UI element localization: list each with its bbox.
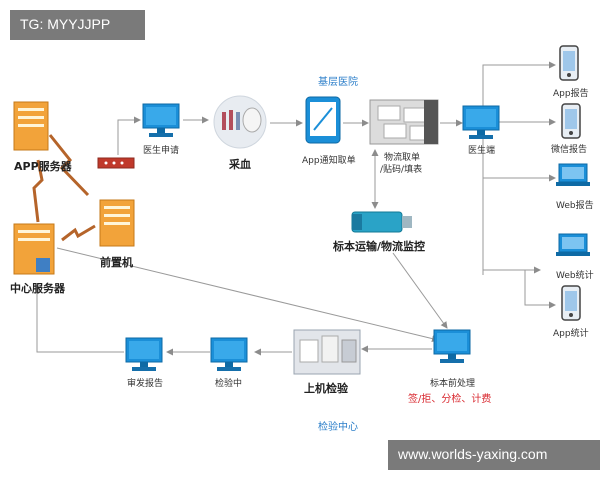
app-report-phone-icon <box>559 45 579 81</box>
label-preprocess-steps: 签/拒、分检、计费 <box>408 394 492 405</box>
line-transport-to-preprocess <box>392 252 448 329</box>
label-app-notify: App通知取单 <box>302 156 356 166</box>
web-report-laptop-icon <box>556 163 590 186</box>
label-doctor-side: 医生端 <box>468 146 496 156</box>
lab-machine-photo <box>293 329 361 375</box>
front-machine-icon <box>99 199 135 247</box>
monitors <box>125 103 500 371</box>
label-blood-collection: 采血 <box>229 158 251 171</box>
flow-lines <box>36 61 556 356</box>
tablet-icon <box>305 96 341 144</box>
line-front-to-request <box>117 116 141 155</box>
label-app-stats: App统计 <box>553 329 589 339</box>
sample-preprocess-monitor-icon <box>433 329 471 363</box>
wechat-report-phone-icon <box>561 103 581 139</box>
section-primary-hospital: 基层医院 <box>318 77 358 88</box>
logistics-forms-photo <box>369 99 439 145</box>
label-logistics-line1: 物流取单 <box>384 153 421 163</box>
router-icon <box>97 157 135 169</box>
web-stats-laptop-icon <box>556 233 590 256</box>
doctor-side-monitor-icon <box>462 105 500 139</box>
report-review-monitor-icon <box>125 337 163 371</box>
label-app-report: App报告 <box>553 89 589 99</box>
link-central-front <box>61 224 96 242</box>
line-to-web-stats <box>482 210 541 274</box>
link-app-central <box>32 159 44 223</box>
section-testing-center: 检验中心 <box>318 422 358 433</box>
label-web-report: Web报告 <box>556 201 594 211</box>
line-to-app-stats <box>524 270 556 309</box>
line-review-to-central <box>36 285 124 353</box>
label-logistics-line2: /贴码/填表 <box>380 165 423 175</box>
app-server-icon <box>13 101 49 151</box>
label-report-review: 审发报告 <box>127 379 164 389</box>
label-central-server: 中心服务器 <box>10 282 65 295</box>
app-stats-phone-icon <box>561 285 581 321</box>
line-to-web-report <box>482 122 556 182</box>
label-transport-monitor: 标本运输/物流监控 <box>333 240 426 253</box>
doctor-request-monitor-icon <box>142 103 180 137</box>
central-server-icon <box>13 223 55 275</box>
laptops <box>556 163 590 256</box>
label-doctor-request: 医生申请 <box>143 146 180 156</box>
label-machine-test: 上机检验 <box>304 382 348 395</box>
label-testing: 检验中 <box>215 379 243 389</box>
label-wechat-report: 微信报告 <box>551 145 588 155</box>
testing-monitor-icon <box>210 337 248 371</box>
link-app-front <box>48 134 90 197</box>
blood-collection-photo <box>213 95 267 149</box>
label-sample-preprocess: 标本前处理 <box>430 379 476 389</box>
label-app-server: APP服务器 <box>14 160 72 173</box>
label-web-stats: Web统计 <box>556 271 594 281</box>
label-front-machine: 前置机 <box>100 256 133 269</box>
phones <box>559 45 581 321</box>
line-central-to-preprocess <box>56 247 439 342</box>
watermark-top-left: TG: MYYJJPP <box>10 10 145 40</box>
transport-device-icon <box>351 211 412 233</box>
server-links <box>32 134 96 242</box>
watermark-bottom-right: www.worlds-yaxing.com <box>388 440 600 470</box>
